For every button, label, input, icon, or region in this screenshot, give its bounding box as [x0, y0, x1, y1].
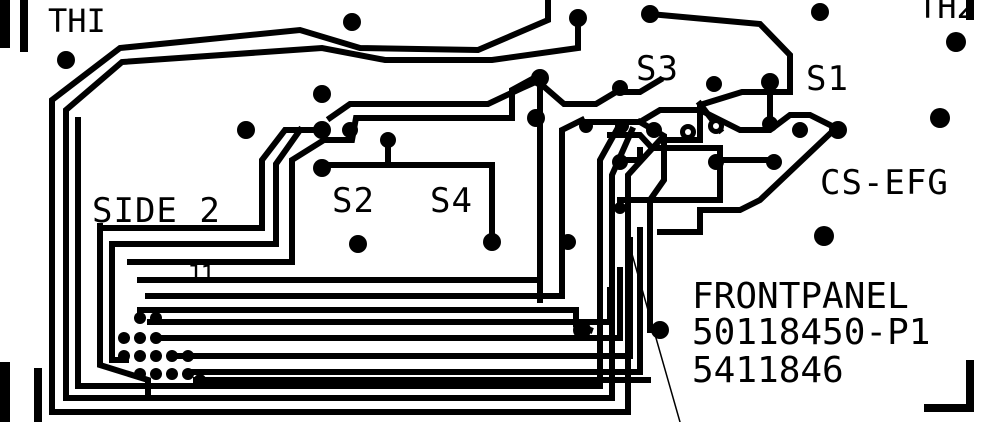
pads	[57, 3, 966, 386]
label-j1: J1	[186, 260, 215, 288]
label-s4: S4	[430, 181, 473, 221]
panel-board-number: 5411846	[692, 350, 844, 391]
label-side-2: SIDE 2	[92, 191, 221, 231]
silkscreen-labels: THI TH2 S3 S1 S2 S4 SIDE 2 J1 CS-EFG FRO…	[48, 0, 976, 391]
label-s3: S3	[636, 49, 679, 89]
panel-part-number: 50118450-P1	[692, 312, 930, 353]
label-th2: TH2	[918, 0, 976, 26]
panel-title: FRONTPANEL	[692, 276, 909, 317]
label-s1: S1	[806, 59, 849, 99]
label-cs-efg: CS-EFG	[820, 163, 949, 203]
label-th1: THI	[48, 2, 106, 40]
label-s2: S2	[332, 181, 375, 221]
